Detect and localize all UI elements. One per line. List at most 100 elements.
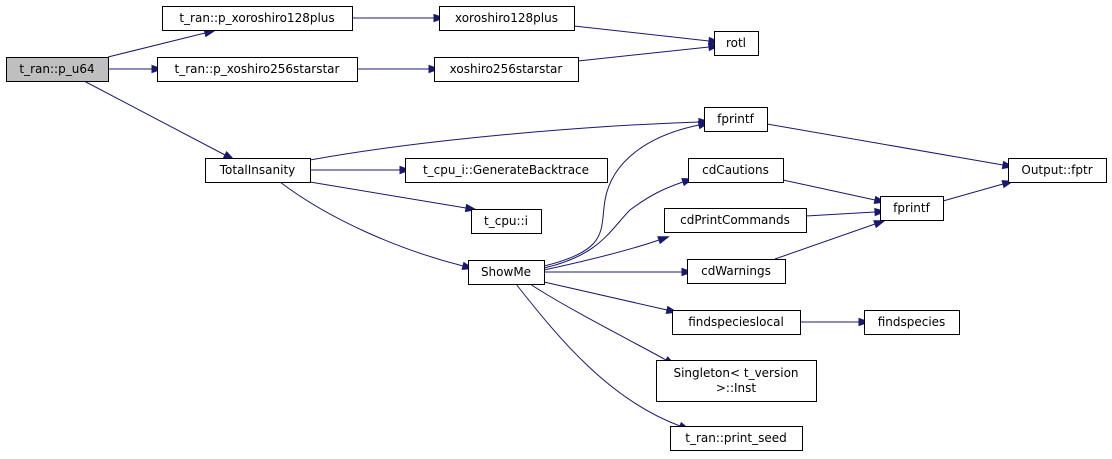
node-box [672,310,801,335]
node-t-cpu-i[interactable]: t_cpu::i [471,209,542,234]
node-cdwarnings[interactable]: cdWarnings [687,259,786,284]
node-label: findspecies [878,315,946,329]
node-p-u64[interactable]: t_ran::p_u64 [6,57,109,82]
node-xoroshiro128plus[interactable]: xoroshiro128plus [439,6,575,31]
node-label: t_cpu_i::GenerateBacktrace [423,163,589,177]
node-fprintf1[interactable]: fprintf [704,107,768,132]
edge-p_u64-to-p_xoshiro256starstar [108,64,164,74]
node-label: t_ran::p_xoroshiro128plus [179,11,334,25]
edge-p_u64-to-p_xoroshiro128plus [107,29,217,58]
node-totalinsanity[interactable]: TotalInsanity [205,158,311,183]
node-p-xoshiro256starstar[interactable]: t_ran::p_xoshiro256starstar [157,57,358,82]
node-box [434,57,579,82]
node-box [687,259,786,284]
node-box [714,31,759,56]
node-box [670,426,803,451]
node-fprintf2[interactable]: fprintf [880,196,944,221]
node-box [205,158,311,183]
node-box [405,158,608,183]
node-box [6,57,109,82]
edge-TotalInsanity-to-GenerateBacktrace [310,165,412,175]
node-box [162,6,353,31]
node-output-fptr[interactable]: Output::fptr [1008,158,1107,183]
node-box [439,6,575,31]
node-label: t_cpu::i [484,214,528,228]
edge-xoroshiro128plus-to-rotl [573,25,721,46]
node-label: cdWarnings [701,264,771,278]
edge-line [774,223,876,260]
edge-xoshiro256starstar-to-rotl [577,42,721,62]
edge-TotalInsanity-to-t_cpu_i [309,181,478,213]
node-box [664,208,807,233]
node-label: xoshiro256starstar [450,62,563,76]
node-box [704,107,768,132]
node-findspecies[interactable]: findspecies [864,310,960,335]
edge-line [805,211,876,217]
edge-line [309,121,700,161]
node-xoshiro256starstar[interactable]: xoshiro256starstar [434,57,579,82]
edge-cdCautions-to-fprintf2 [782,179,887,205]
edge-ShowMe-to-fprintf1 [543,120,711,267]
edge-line [543,124,700,267]
node-label: t_ran::print_seed [685,431,787,445]
node-label: rotl [726,36,746,50]
edge-p_u64-to-TotalInsanity [83,80,236,161]
edge-line [309,181,467,209]
edge-fprintf2-to-Output_fptr [942,180,1015,202]
node-box [471,209,542,234]
edge-p_xoroshiro128plus-to-xoroshiro128plus [352,13,446,23]
edge-line [543,281,668,311]
edge-line [942,183,1004,202]
edge-ShowMe-to-cdWarnings [544,267,694,277]
node-label: xoroshiro128plus [455,11,558,25]
node-box [880,196,944,221]
node-label: fprintf [893,201,930,215]
edge-TotalInsanity-to-fprintf1 [309,117,711,161]
node-rotl[interactable]: rotl [714,31,759,56]
arrowhead-icon [657,236,670,245]
node-singleton-inst[interactable]: Singleton< t_version>::Inst [656,360,817,402]
edge-line [577,46,710,62]
edge-ShowMe-to-findspecieslocal [543,281,679,314]
edge-line [543,239,660,271]
node-label: ShowMe [481,265,531,279]
node-p-xoroshiro128plus[interactable]: t_ran::p_xoroshiro128plus [162,6,353,31]
node-cdprintcommands[interactable]: cdPrintCommands [664,208,807,233]
node-cdcautions[interactable]: cdCautions [688,158,784,183]
edge-line [543,181,684,269]
node-generatebacktrace[interactable]: t_cpu_i::GenerateBacktrace [405,158,608,183]
edge-line [83,80,226,156]
node-box [864,310,960,335]
edge-ShowMe-to-cdPrintCommands [543,236,670,271]
node-label: fprintf [717,112,754,126]
nodes-layer: t_ran::p_u64 t_ran::p_xoroshiro128plust_r… [6,6,1107,451]
node-label: Singleton< t_version [673,366,798,380]
node-box [468,260,545,285]
edge-cdPrintCommands-to-fprintf2 [805,207,887,217]
edge-line [529,283,667,361]
edge-line [279,181,464,267]
edge-ShowMe-to-print_seed [515,283,691,431]
node-label: TotalInsanity [219,163,296,177]
node-findspecieslocal[interactable]: findspecieslocal [672,310,801,335]
edge-findspecieslocal-to-findspecies [800,317,871,327]
node-box [1008,158,1107,183]
edge-cdWarnings-to-fprintf2 [774,220,886,260]
node-label: >::Inst [716,381,757,395]
edge-p_xoshiro256starstar-to-xoshiro256starstar [357,64,441,74]
node-label: Output::fptr [1021,163,1092,177]
edge-line [515,283,681,427]
node-label: cdPrintCommands [680,213,790,227]
node-box [157,57,358,82]
node-label: findspecieslocal [688,315,784,329]
node-label: t_ran::p_xoshiro256starstar [175,62,340,76]
node-box [688,158,784,183]
edge-line [782,179,876,201]
edge-TotalInsanity-to-ShowMe [279,181,475,270]
arrowhead-icon [873,220,886,229]
node-print-seed[interactable]: t_ran::print_seed [670,426,803,451]
node-showme[interactable]: ShowMe [468,260,545,285]
edge-line [766,123,1004,166]
node-label: cdCautions [702,163,769,177]
edge-ShowMe-to-Singleton_Inst [529,283,677,366]
